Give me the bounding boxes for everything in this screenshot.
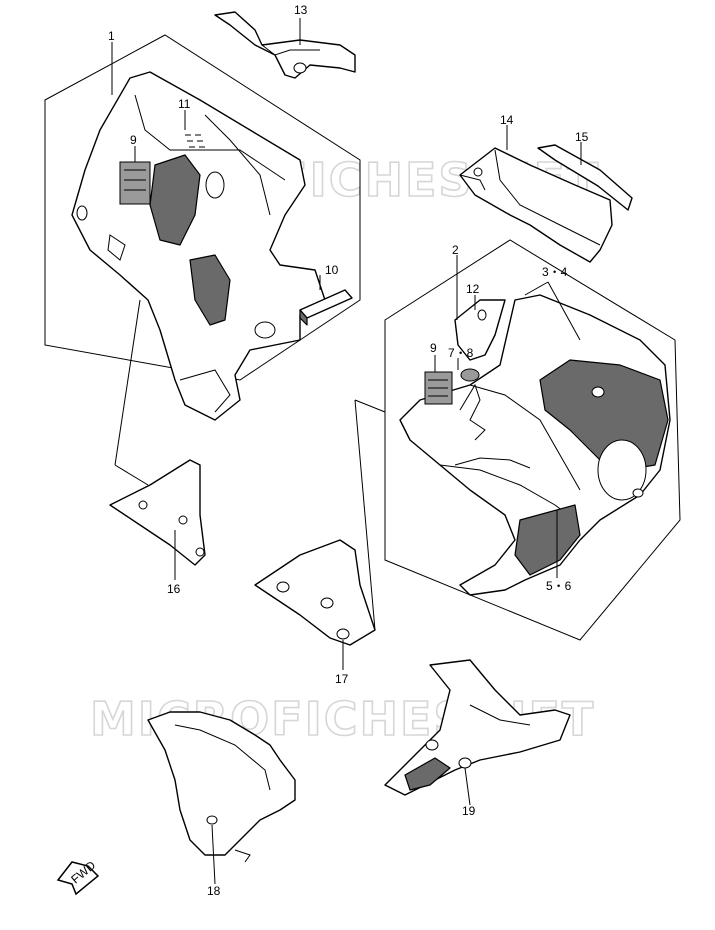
part-1-left-side-cowling[interactable] [71, 71, 326, 421]
label-part-11: 11 [178, 97, 191, 111]
label-part-14: 14 [500, 113, 514, 127]
part-1-box [44, 34, 361, 381]
part-11-decal[interactable] [185, 134, 205, 148]
part-12-bracket[interactable] [454, 299, 506, 361]
part-14-inner-panel[interactable] [459, 147, 613, 263]
label-part-1: 1 [108, 29, 115, 43]
part-7-8-emblem[interactable] [460, 368, 480, 382]
part-9-left-decal[interactable] [119, 161, 151, 205]
leader-lines [111, 18, 582, 885]
part-18-lower-cowling[interactable] [147, 711, 296, 863]
part-9-right-decal[interactable] [424, 371, 453, 405]
label-part-17: 17 [335, 672, 349, 686]
label-part-9-right: 9 [430, 341, 437, 355]
part-15-trim-strip[interactable] [537, 144, 633, 211]
part-13-bracket[interactable] [214, 11, 356, 79]
label-part-7-8: 7・8 [448, 346, 474, 360]
label-part-13: 13 [294, 3, 308, 17]
label-part-3-4: 3・4 [542, 265, 568, 279]
part-17-inner-cover[interactable] [254, 539, 376, 646]
label-part-19: 19 [462, 804, 476, 818]
part-2-box [384, 239, 681, 641]
label-part-16: 16 [167, 582, 181, 596]
part-2-right-side-cowling[interactable] [399, 294, 671, 596]
label-part-10: 10 [325, 263, 339, 277]
label-part-9-left: 9 [130, 133, 137, 147]
label-part-15: 15 [575, 130, 589, 144]
part-19-under-cowling[interactable] [384, 659, 571, 796]
part-16-inner-cover[interactable] [109, 459, 206, 566]
label-part-2: 2 [452, 243, 459, 257]
label-part-12: 12 [466, 282, 480, 296]
label-part-5-6: 5・6 [546, 579, 572, 593]
label-part-18: 18 [207, 884, 221, 898]
part-10-pad[interactable] [299, 289, 353, 326]
fwd-direction-arrow-icon: FWD [56, 858, 100, 896]
